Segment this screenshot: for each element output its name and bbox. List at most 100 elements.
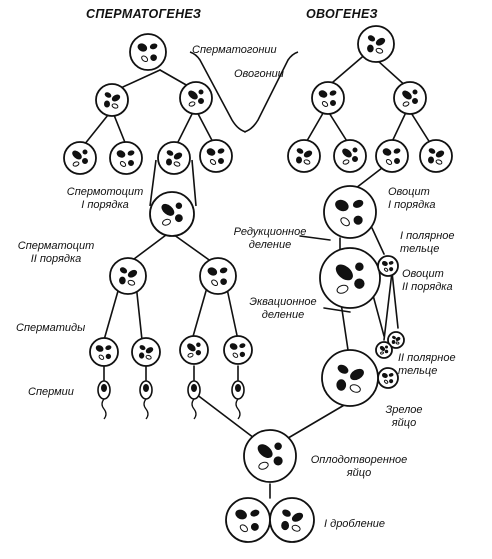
label-spermatids: Сперматиды [16,322,86,334]
sperm-tail-3 [191,398,197,420]
spermatogonium-ll-chromosome-3 [82,149,88,155]
spermatid-1-membrane [89,337,119,367]
label-polar-2-line2: тельце [398,365,438,377]
spermatogonium-rr-chromosome-0 [206,148,216,156]
spermatogonium-right-chromosome-0 [188,90,198,100]
label-mature-egg-line2: яйцо [391,417,417,429]
label-spermatogonia: Сперматогонии [192,44,277,56]
spermatocyte-2-right-chromosome-1 [219,267,228,274]
spermatid-4-chromosome-0 [229,343,238,350]
spermatocyte-2-right-chromosome-3 [220,278,227,285]
label-reduction-division: Редукционное деление [218,226,322,252]
spermatocyte-2-left-chromosome-3 [127,279,136,286]
bracket-spermatogonia [189,51,247,133]
spermatocyte-2-right-membrane [199,257,237,295]
mature-egg [321,349,379,407]
oogonium-lr [333,139,367,173]
spermatogonium-ll-chromosome-0 [72,150,82,160]
label-reduction-line2: деление [248,239,292,251]
cleavage-cell-right-chromosome-0 [282,509,291,517]
link-sc1-sc2-left [129,231,171,263]
oogonium-top-chromosome-3 [375,47,384,54]
spermatocyte-2-left-membrane [109,257,147,295]
oogonium-top-chromosome-2 [367,44,374,53]
spermatogonium-lr-chromosome-3 [128,160,134,166]
polar-body-1-chromosome-1 [388,261,394,265]
polar-body-2-chromosome-0 [381,372,388,379]
pointer-equational [323,307,351,313]
sperm-3 [187,380,201,420]
polar-body-2b [375,341,393,359]
label-polar-body-1: I полярное тельце [400,230,455,256]
oogonium-top-chromosome-0 [367,35,376,42]
polar-body-1-chromosome-3 [389,267,394,272]
oogonium-ll-chromosome-0 [296,148,304,154]
spermatid-2-chromosome-0 [139,345,146,351]
cleavage-cell-right-chromosome-3 [291,524,301,532]
label-oocyte-1: Овоцит I порядка [388,186,436,212]
polar-body-2-chromosome-1 [388,373,394,377]
oogonium-ll-chromosome-3 [303,159,311,165]
label-equational-line1: Эквационное [249,296,317,308]
polar-body-2-membrane [377,367,399,389]
spermatocyte-2-left-chromosome-2 [119,276,126,285]
label-mature-egg: Зрелое яйцо [382,404,426,430]
oogonium-rl-chromosome-2 [385,159,393,165]
oogonium-rr [419,139,453,173]
link-sc1-sc2-right [169,231,213,263]
oogonium-top-membrane [357,25,395,63]
spermatogonium-lr-chromosome-2 [119,161,127,167]
polar-body-2b-chromosome-0 [379,346,386,351]
label-oocyte-2-line2: II порядка [402,281,453,293]
link-sc2r-st3 [191,283,209,341]
spermatogonium-left [95,83,129,117]
polar-body-1-chromosome-0 [381,260,388,267]
mature-egg-chromosome-2 [336,379,347,391]
label-spermatocyte-1: Спермотоцит I порядка [50,186,160,212]
oogonium-ll [287,139,321,173]
cleavage-cell-left [225,497,271,543]
oogonium-right-chromosome-1 [412,98,418,104]
oogonium-left-chromosome-0 [318,90,328,98]
spermatogonium-right-chromosome-1 [198,98,204,104]
sperm-1 [97,380,111,420]
spermatogonium-top-chromosome-0 [137,43,148,52]
oogonium-lr-chromosome-2 [342,159,350,165]
polar-body-2b-chromosome-2 [380,351,384,355]
label-oocyte-2-line1: Овоцит [402,268,444,280]
spermatogonium-rr-chromosome-3 [218,158,224,164]
spermatogonium-lr-membrane [109,141,143,175]
link-oc1-polar1 [371,227,385,255]
spermatid-2-chromosome-3 [145,354,152,360]
spermatocyte-2-left-chromosome-0 [119,267,128,274]
mature-egg-membrane [321,349,379,407]
label-first-cleavage: I дробление [324,518,385,530]
oogonium-lr-chromosome-1 [352,156,358,162]
spermatid-3-chromosome-3 [196,342,201,347]
zygote-chromosome-1 [273,456,283,466]
link-sperm-zygote [195,393,263,445]
label-fertilized-egg: Оплодотворенное яйцо [300,454,418,480]
polar-body-2-chromosome-3 [389,379,394,384]
spermatogonium-lr-chromosome-1 [127,150,135,156]
cleavage-cell-right-chromosome-2 [281,520,290,531]
oogonium-rr-chromosome-3 [435,159,443,165]
oogonium-left [311,81,345,115]
polar-body-1-chromosome-2 [383,267,389,272]
spermatogonium-lr [109,141,143,175]
polar-body-2a-chromosome-0 [392,335,396,340]
oogonium-rl-chromosome-1 [393,148,401,154]
label-polar-body-2: II полярное тельце [398,352,456,378]
spermatogonium-rr [199,139,233,173]
spermatocyte-2-right-chromosome-2 [211,279,219,287]
oocyte-2-chromosome-0 [335,264,353,281]
spermatocyte-1 [149,191,195,237]
oocyte-2-chromosome-1 [354,278,365,289]
label-mature-egg-line1: Зрелое [385,404,423,416]
cleavage-cell-right-membrane [269,497,315,543]
spermatogonium-left-chromosome-1 [111,94,121,102]
oocyte-2 [319,247,381,309]
spermatogonium-rr-chromosome-2 [209,159,217,165]
spermatocyte-2-left [109,257,147,295]
